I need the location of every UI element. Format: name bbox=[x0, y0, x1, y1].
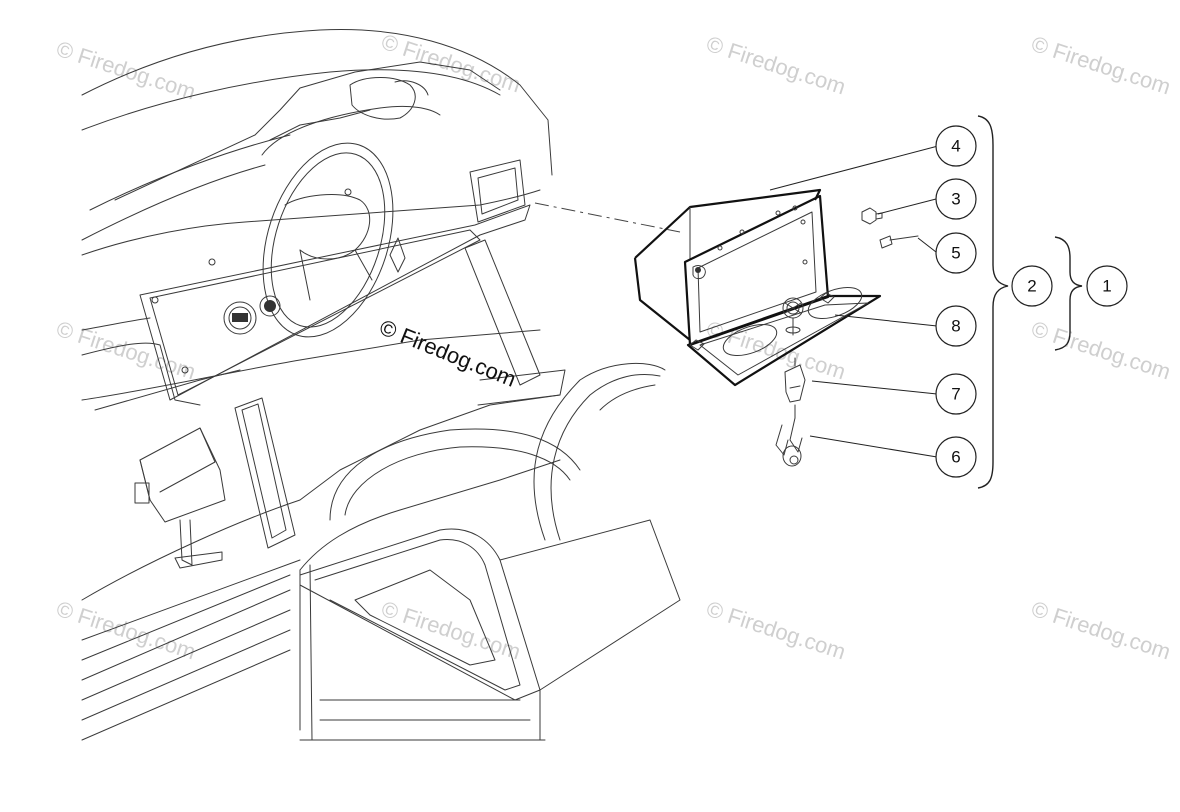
callout-8: 8 bbox=[935, 305, 977, 347]
callout-6-label: 6 bbox=[951, 448, 960, 467]
callout-2: 2 bbox=[1011, 265, 1053, 307]
watermark-2: © Firedog.com bbox=[378, 29, 523, 97]
callout-7-label: 7 bbox=[951, 385, 960, 404]
watermark-4: © Firedog.com bbox=[1028, 31, 1173, 99]
watermark-11: © Firedog.com bbox=[1028, 596, 1173, 664]
callout-5: 5 bbox=[935, 232, 977, 274]
watermarks: © Firedog.com © Firedog.com © Firedog.co… bbox=[53, 29, 1173, 664]
watermark-10: © Firedog.com bbox=[703, 596, 848, 664]
callout-3-label: 3 bbox=[951, 190, 960, 209]
callout-7: 7 bbox=[935, 373, 977, 415]
callout-5-label: 5 bbox=[951, 244, 960, 263]
callout-8-label: 8 bbox=[951, 317, 960, 336]
cart-dashboard-illustration bbox=[81, 29, 681, 741]
callout-3: 3 bbox=[935, 178, 977, 220]
callout-1: 1 bbox=[1086, 265, 1128, 307]
glove-box-assembly bbox=[633, 145, 939, 467]
watermark-8: © Firedog.com bbox=[53, 596, 198, 664]
callout-6: 6 bbox=[935, 436, 977, 478]
callout-4-label: 4 bbox=[951, 137, 960, 156]
watermark-3: © Firedog.com bbox=[703, 31, 848, 99]
callout-4: 4 bbox=[935, 125, 977, 167]
brace-assembly-2 bbox=[977, 115, 1009, 489]
callout-1-label: 1 bbox=[1102, 277, 1111, 296]
watermark-1: © Firedog.com bbox=[53, 36, 198, 104]
callout-2-label: 2 bbox=[1027, 277, 1036, 296]
watermark-5: © Firedog.com bbox=[53, 316, 198, 384]
projection-line bbox=[534, 202, 681, 233]
watermark-7: © Firedog.com bbox=[1028, 316, 1173, 384]
brace-assembly-1 bbox=[1054, 236, 1083, 351]
center-watermark: © Firedog.com bbox=[376, 314, 519, 391]
